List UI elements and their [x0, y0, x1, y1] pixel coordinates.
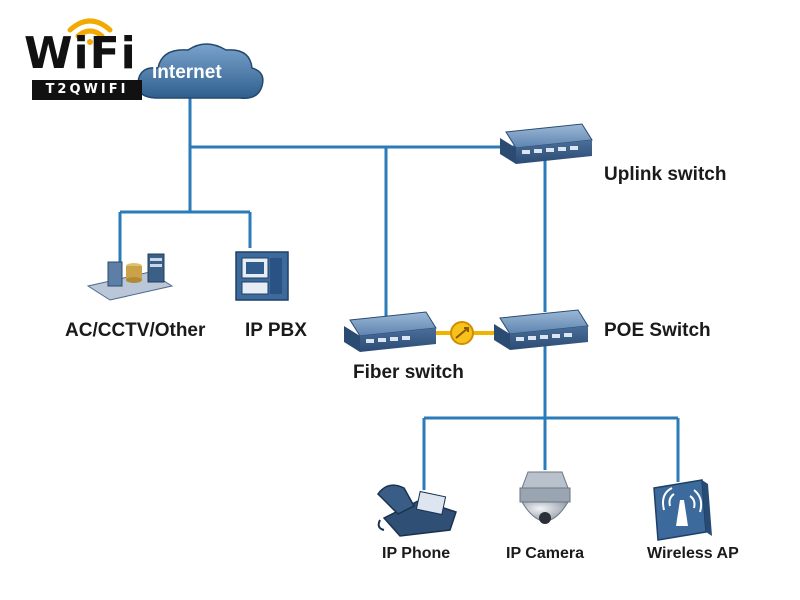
fiber-switch-icon [344, 311, 437, 352]
uplink-switch-icon [500, 123, 593, 164]
internet-label: Internet [152, 62, 222, 83]
wifi-logo-icon [67, 18, 113, 45]
cloud-icon [137, 43, 264, 99]
poe-switch-icon [494, 309, 589, 350]
pbx-icon [235, 251, 289, 301]
logo-tagline: T2QWIFI [32, 80, 142, 100]
ac-cctv-label: AC/CCTV/Other [65, 320, 206, 341]
ip-phone-label: IP Phone [382, 545, 451, 562]
ip-pbx-label: IP PBX [245, 320, 307, 341]
phone-icon [377, 484, 457, 537]
fiber-connector-icon [450, 321, 474, 345]
wireless-ap-icon [653, 479, 712, 541]
wireless-ap-label: Wireless AP [647, 545, 739, 562]
logo-wordmark: WiFi [24, 28, 137, 79]
uplink-switch-label: Uplink switch [604, 164, 727, 185]
poe-switch-label: POE Switch [604, 320, 711, 341]
server-cluster-icon [86, 253, 174, 301]
dome-camera-icon [519, 471, 571, 524]
logo-name: WiFi [24, 28, 137, 79]
links [118, 95, 680, 490]
ip-camera-label: IP Camera [506, 545, 584, 562]
fiber-switch-label: Fiber switch [353, 362, 464, 383]
